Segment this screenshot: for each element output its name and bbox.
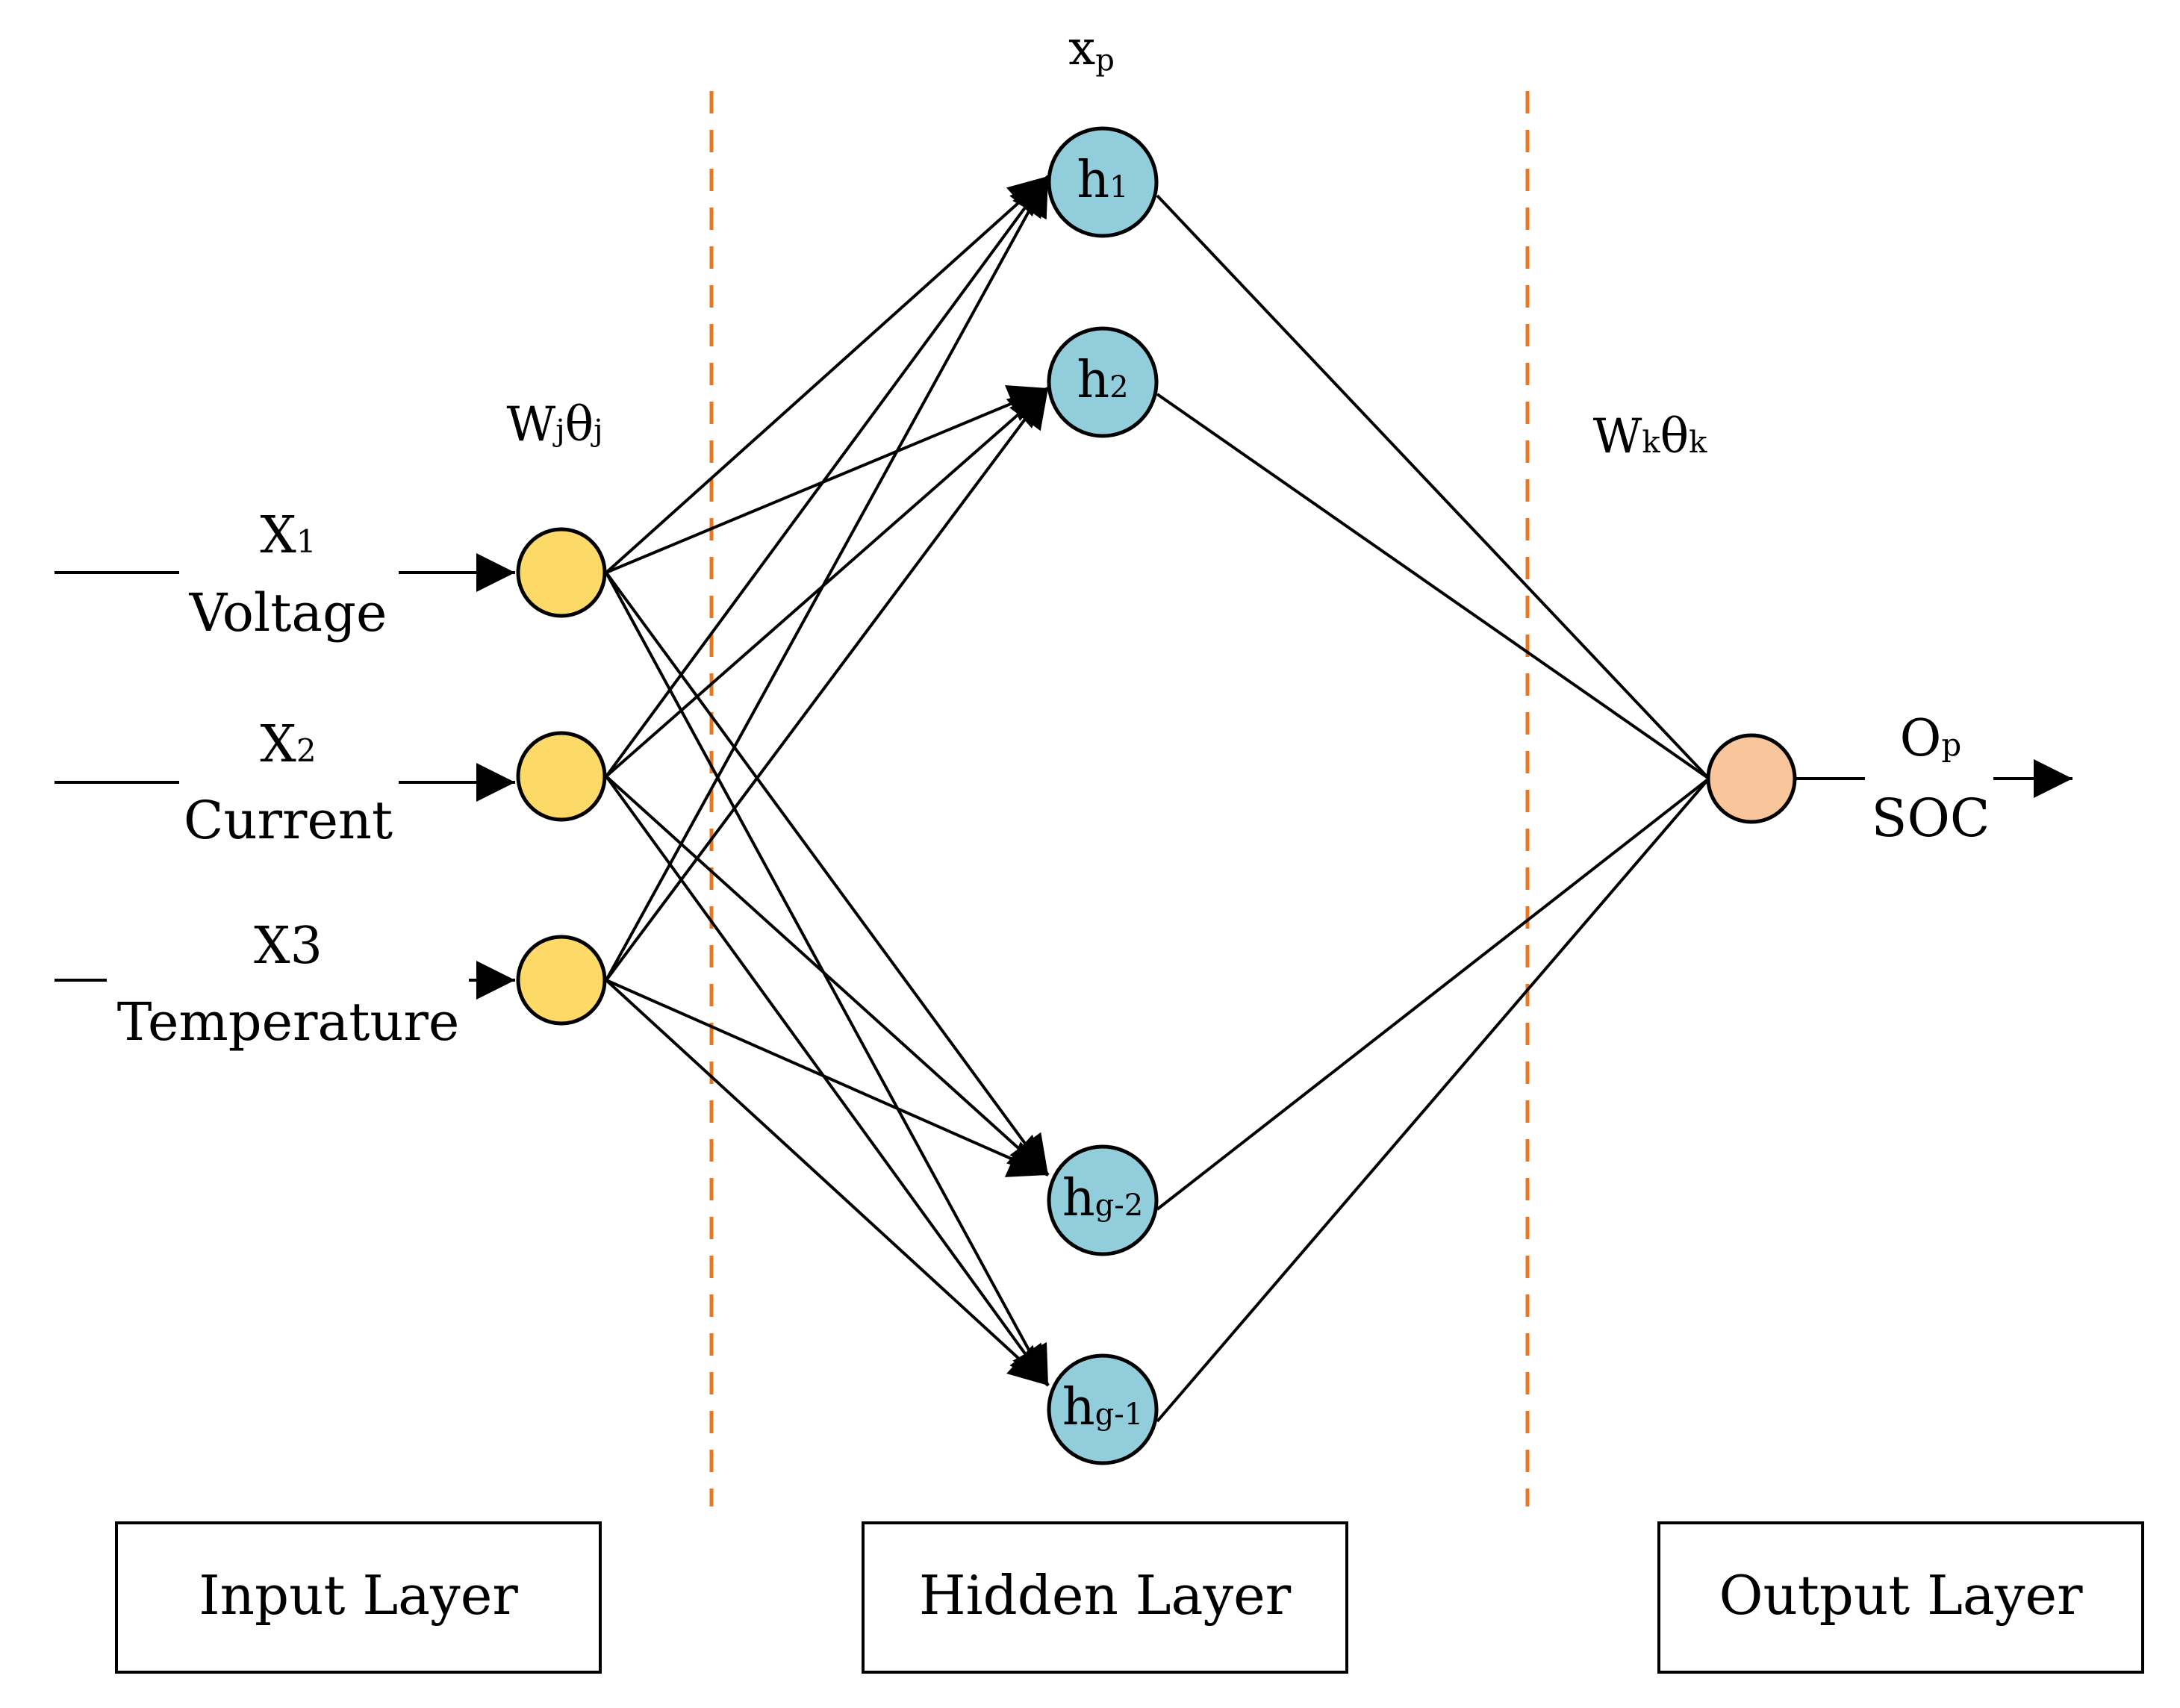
input-to-hidden-edges <box>605 175 1050 1387</box>
input-name-label-2: Current <box>184 790 393 851</box>
edge-hg1-out <box>1156 777 1710 1423</box>
edge-x1-h1 <box>605 175 1050 574</box>
output-name-label: SOC <box>1872 788 1990 849</box>
edge-h1-out <box>1156 194 1710 780</box>
hidden-node-label-1: h1 <box>1077 151 1128 210</box>
input-node-2 <box>516 731 607 822</box>
edge-x1-h2 <box>605 385 1049 574</box>
hidden-node-label-4: hg-1 <box>1062 1378 1143 1437</box>
hidden-node-3 <box>1047 1144 1159 1256</box>
input-variable-label-3: X3 <box>254 917 323 976</box>
edge-hg2-out <box>1156 777 1710 1211</box>
input-name-label-3: Temperature <box>117 991 460 1053</box>
input-variable-label-1: X1 <box>260 506 316 565</box>
hidden-layer-label: Hidden Layer <box>919 1564 1292 1627</box>
edge-x3-h1 <box>605 175 1050 981</box>
output-variable-label: Op <box>1900 709 1962 768</box>
edge-x1-hg2 <box>605 571 1050 1176</box>
input-layer-label: Input Layer <box>199 1564 518 1627</box>
input-layer-box <box>115 1521 602 1674</box>
hidden-to-output-edges <box>1156 194 1710 1423</box>
input-weights-label: Wjθj <box>506 397 602 452</box>
hidden-layer-box <box>862 1521 1348 1674</box>
edge-x2-hg2 <box>605 775 1050 1176</box>
input-node-1 <box>516 527 607 618</box>
output-layer-label: Output Layer <box>1719 1564 2083 1627</box>
output-layer-box <box>1657 1521 2144 1674</box>
edge-x3-h2 <box>605 387 1050 982</box>
output-node <box>1706 733 1797 824</box>
edge-h2-out <box>1156 393 1710 780</box>
edge-x2-h2 <box>605 387 1050 778</box>
hidden-node-1 <box>1047 126 1159 238</box>
edge-x2-hg1 <box>605 775 1050 1387</box>
hidden-layer-variable-label: xp <box>1068 21 1115 78</box>
input-name-label-1: Voltage <box>189 582 387 643</box>
input-variable-label-2: X2 <box>260 715 316 774</box>
edge-x3-hg1 <box>605 979 1050 1387</box>
hidden-node-4 <box>1047 1353 1159 1465</box>
hidden-node-label-3: hg-2 <box>1062 1169 1143 1228</box>
hidden-node-label-2: h2 <box>1077 351 1128 410</box>
hidden-node-2 <box>1047 326 1159 438</box>
edge-x2-h1 <box>605 175 1050 778</box>
output-weights-label: Wkθk <box>1593 409 1708 464</box>
edge-x1-hg1 <box>605 572 1050 1386</box>
input-leads <box>54 553 515 1000</box>
edge-x3-hg2 <box>605 979 1049 1177</box>
input-node-3 <box>516 935 607 1026</box>
